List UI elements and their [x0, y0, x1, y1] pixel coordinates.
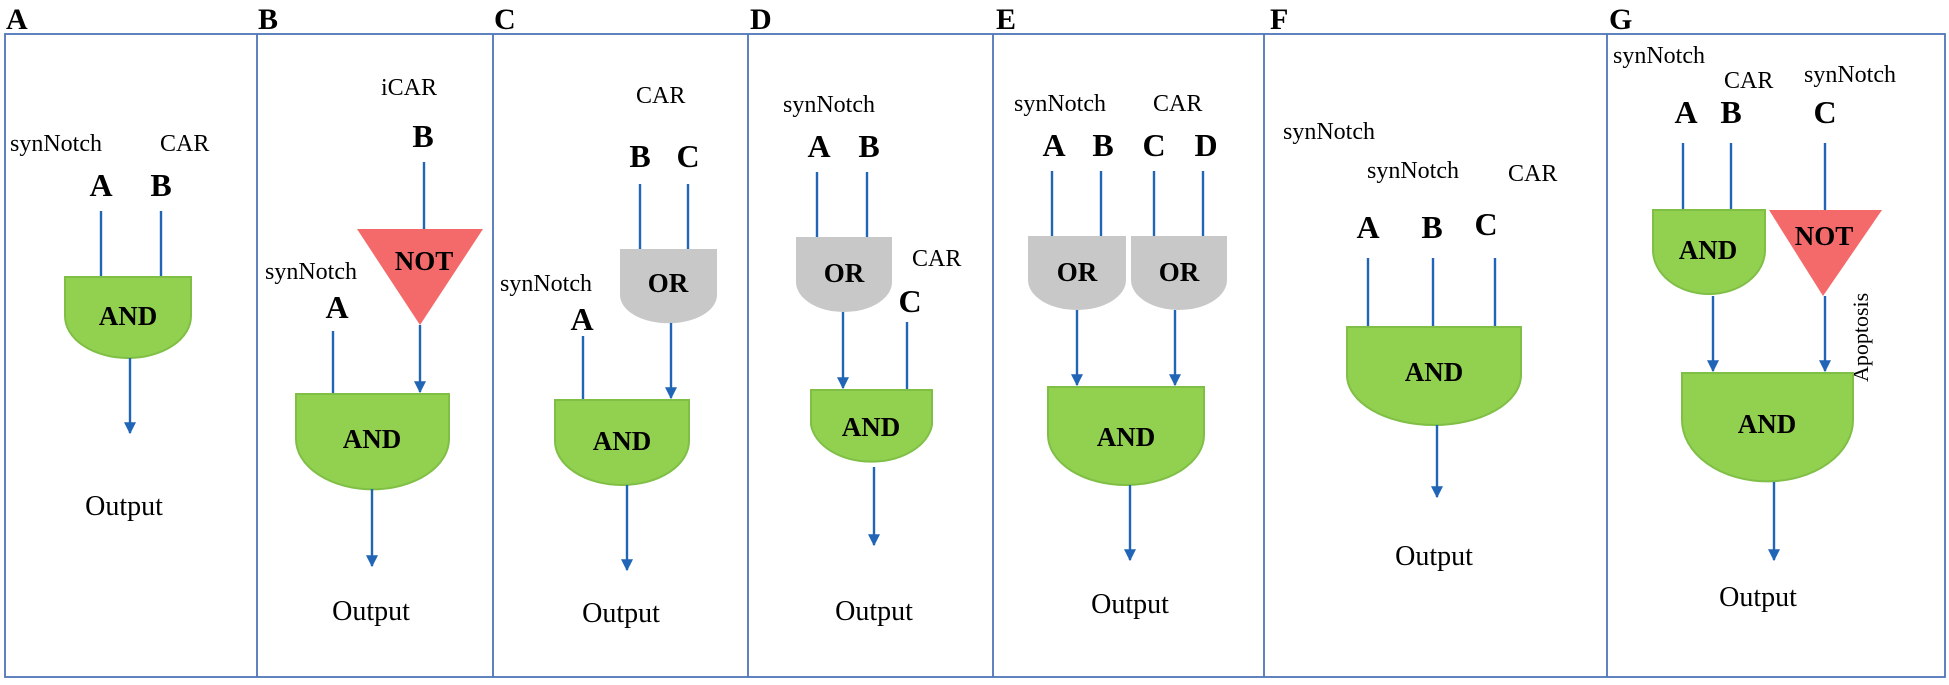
receptor-label-synnotch-2: synNotch — [1367, 158, 1459, 184]
panel-label-d: D — [750, 3, 772, 36]
input-d: D — [1194, 127, 1217, 163]
output-label: Output — [85, 491, 163, 522]
and-gate-label: AND — [343, 424, 402, 454]
panel-label-a: A — [6, 3, 28, 36]
panel-f: synNotch synNotch CAR A B C AND Output — [1283, 119, 1557, 572]
output-label: Output — [582, 598, 660, 629]
or-gate — [796, 237, 892, 312]
input-c: C — [898, 283, 921, 319]
or-gate-label: OR — [824, 258, 865, 288]
receptor-label-synnotch: synNotch — [265, 259, 357, 285]
and-gate-label: AND — [593, 426, 652, 456]
and-gate — [295, 393, 450, 491]
or-gate-left-label: OR — [1057, 257, 1098, 287]
input-b: B — [858, 128, 879, 164]
panel-label-g: G — [1609, 3, 1632, 36]
input-a: A — [325, 289, 348, 325]
input-b: B — [1421, 209, 1442, 245]
panel-frame — [4, 33, 1946, 678]
input-b: B — [1720, 94, 1741, 130]
output-label: Output — [332, 596, 410, 627]
and-gate — [1047, 386, 1205, 486]
panel-label-c: C — [494, 3, 516, 36]
receptor-label-car: CAR — [1724, 68, 1773, 94]
and-gate — [810, 389, 933, 463]
receptor-label-car: CAR — [1508, 161, 1557, 187]
input-a: A — [570, 301, 593, 337]
input-b: B — [629, 138, 650, 174]
input-a: A — [89, 167, 112, 203]
and-gate-label: AND — [1405, 357, 1464, 387]
receptor-label-car: CAR — [912, 246, 961, 272]
and-gate — [1346, 326, 1522, 426]
and-gate-top — [1652, 209, 1766, 295]
receptor-label-synnotch: synNotch — [783, 92, 875, 118]
not-gate — [357, 229, 483, 325]
receptor-label-car: CAR — [160, 131, 209, 157]
input-a: A — [1674, 94, 1697, 130]
input-c: C — [1474, 206, 1497, 242]
panel-label-e: E — [996, 3, 1016, 36]
or-gate-left — [1028, 236, 1126, 310]
receptor-label-car: CAR — [636, 83, 685, 109]
and-gate-bottom-label: AND — [1738, 409, 1797, 439]
receptor-label-synnotch: synNotch — [1014, 91, 1106, 117]
receptor-label-icar: iCAR — [381, 75, 437, 101]
panel-c: CAR B C OR synNotch A AND Output — [500, 83, 717, 629]
and-gate-top-label: AND — [1679, 235, 1738, 265]
input-a: A — [1356, 209, 1379, 245]
panel-b: iCAR B NOT synNotch A AND Output — [265, 75, 483, 627]
input-c: C — [676, 138, 699, 174]
and-gate — [554, 399, 690, 486]
panel-label-b: B — [258, 3, 278, 36]
not-gate-label: NOT — [395, 246, 454, 276]
receptor-label-car: CAR — [1153, 91, 1202, 117]
output-label: Output — [1395, 541, 1473, 572]
or-gate-right-label: OR — [1159, 257, 1200, 287]
panel-a: synNotch CAR A B AND Output — [10, 131, 209, 522]
panel-label-f: F — [1270, 3, 1288, 36]
panel-g: synNotch CAR synNotch A B C AND NOT Apop… — [1613, 43, 1896, 613]
and-gate — [64, 276, 192, 359]
receptor-label-synnotch: synNotch — [10, 131, 102, 157]
input-a: A — [807, 128, 830, 164]
or-gate — [620, 249, 717, 324]
and-gate-label: AND — [99, 301, 158, 331]
input-b: B — [150, 167, 171, 203]
panel-d: synNotch A B OR CAR C AND Output — [783, 92, 961, 627]
receptor-label-synnotch: synNotch — [500, 271, 592, 297]
and-gate-label: AND — [842, 412, 901, 442]
apoptosis-label: Apoptosis — [1848, 293, 1873, 382]
or-gate-right — [1131, 236, 1227, 310]
output-label: Output — [1091, 589, 1169, 620]
input-c: C — [1813, 94, 1836, 130]
input-b: B — [1092, 127, 1113, 163]
input-b: B — [412, 118, 433, 154]
not-gate-label: NOT — [1795, 221, 1854, 251]
input-a: A — [1042, 127, 1065, 163]
receptor-label-synnotch-2: synNotch — [1804, 62, 1896, 88]
receptor-label-synnotch-1: synNotch — [1283, 119, 1375, 145]
and-gate-bottom — [1681, 372, 1854, 483]
output-label: Output — [1719, 582, 1797, 613]
and-gate-label: AND — [1097, 422, 1156, 452]
receptor-label-synnotch-1: synNotch — [1613, 43, 1705, 69]
not-gate — [1769, 210, 1882, 296]
input-c: C — [1142, 127, 1165, 163]
panel-e: synNotch CAR A B C D OR OR AND Output — [1014, 91, 1227, 620]
output-label: Output — [835, 596, 913, 627]
or-gate-label: OR — [648, 268, 689, 298]
